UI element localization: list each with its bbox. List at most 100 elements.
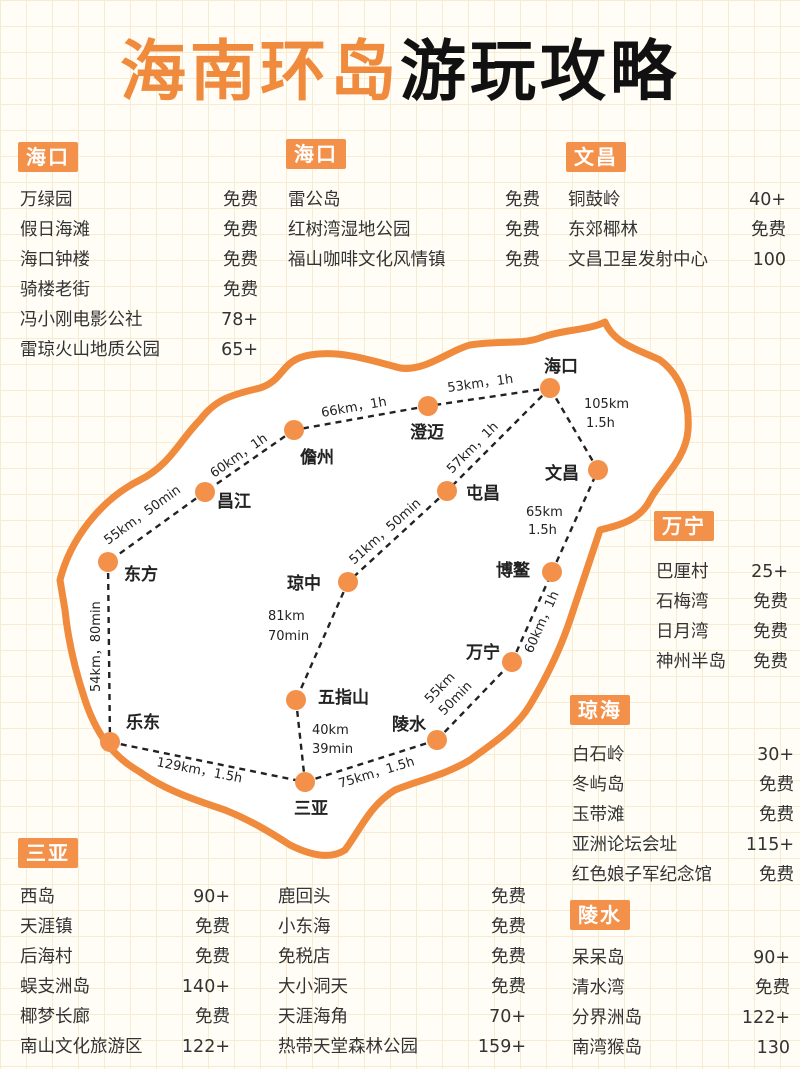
list-haikou-2: 雷公岛免费红树湾湿地公园免费福山咖啡文化风情镇免费 (288, 185, 540, 275)
tag-sanya: 三亚 (18, 838, 78, 868)
attraction-price: 40+ (749, 190, 786, 210)
list-item: 神州半岛免费 (656, 647, 788, 677)
city-dot-wuzhishan (286, 690, 306, 710)
city-label-dongfang: 东方 (124, 564, 158, 585)
attraction-name: 红树湾湿地公园 (288, 220, 411, 240)
list-item: 蜈支洲岛 140+ (20, 972, 230, 1002)
city-label-ledong: 乐东 (126, 712, 160, 733)
attraction-name: 白石岭 (572, 745, 625, 765)
dist-boao-wenchang-a: 65km (526, 505, 563, 520)
city-label-boao: 博鳌 (496, 560, 531, 581)
attraction-price: 免费 (505, 190, 540, 210)
city-dot-sanya (295, 772, 315, 792)
attraction-name: 天涯海角 (278, 1007, 348, 1027)
city-label-wenchang: 文昌 (545, 463, 579, 484)
city-dot-chengmai (418, 396, 438, 416)
attraction-price: 115+ (745, 835, 794, 855)
attraction-name: 后海村 (20, 947, 73, 967)
city-dot-lingshui (427, 730, 447, 750)
attraction-name: 东郊椰林 (568, 220, 638, 240)
attraction-name: 大小洞天 (278, 977, 348, 997)
list-item: 石梅湾免费 (656, 587, 788, 617)
attraction-price: 免费 (505, 220, 540, 240)
tag-haikou-1: 海口 (18, 142, 78, 172)
attraction-name: 神州半岛 (656, 652, 726, 672)
list-item: 日月湾免费 (656, 617, 788, 647)
tag-wanning: 万宁 (654, 511, 714, 541)
dist-qiongzhong-wuzhishan-b: 70min (268, 629, 309, 644)
tag-lingshui: 陵水 (570, 900, 630, 930)
list-item: 福山咖啡文化风情镇免费 (288, 245, 540, 275)
attraction-name: 清水湾 (572, 978, 625, 998)
attraction-name: 海口钟楼 (20, 250, 90, 270)
attraction-price: 免费 (195, 917, 230, 937)
city-dot-qiongzhong (338, 572, 358, 592)
attraction-name: 椰梦长廊 (20, 1007, 90, 1027)
attraction-price: 免费 (751, 220, 786, 240)
list-item: 假日海滩免费 (20, 215, 258, 245)
attraction-name: 玉带滩 (572, 805, 625, 825)
title-part2: 游玩攻略 (400, 33, 680, 110)
attraction-name: 小东海 (278, 917, 331, 937)
attraction-name: 冯小刚电影公社 (20, 310, 143, 330)
city-label-qiongzhong: 琼中 (287, 573, 321, 594)
attraction-name: 分界洲岛 (572, 1008, 642, 1028)
city-label-lingshui: 陵水 (392, 714, 427, 735)
list-item: 红树湾湿地公园 免费 (288, 215, 540, 245)
attraction-price: 免费 (759, 775, 794, 795)
attraction-name: 雷公岛 (288, 190, 341, 210)
attraction-price: 90+ (753, 948, 790, 968)
city-dot-haikou (540, 378, 560, 398)
attraction-name: 免税店 (278, 947, 331, 967)
attraction-price: 免费 (195, 1007, 230, 1027)
attraction-price: 免费 (755, 978, 790, 998)
list-item: 小东海 免费 (278, 912, 526, 942)
attraction-name: 热带天堂森林公园 (278, 1037, 418, 1057)
city-label-tunchang: 屯昌 (466, 483, 500, 504)
attraction-price: 免费 (759, 805, 794, 825)
list-item: 鹿回头免费 (278, 882, 526, 912)
attraction-price: 免费 (491, 917, 526, 937)
attraction-name: 冬屿岛 (572, 775, 625, 795)
list-item: 玉带滩 免费 (572, 800, 794, 830)
dist-wuzhishan-sanya-a: 40km (312, 723, 349, 738)
list-item: 椰梦长廊 免费 (20, 1002, 230, 1032)
city-dot-ledong (100, 732, 120, 752)
attraction-name: 西岛 (20, 887, 55, 907)
attraction-price: 100 (752, 250, 786, 270)
list-item: 东郊椰林 免费 (568, 215, 786, 245)
city-dot-danzhou (284, 420, 304, 440)
dist-boao-wenchang-b: 1.5h (528, 523, 557, 538)
attraction-name: 铜鼓岭 (568, 190, 621, 210)
list-item: 海口钟楼 免费 (20, 245, 258, 275)
attraction-price: 140+ (181, 977, 230, 997)
city-label-wanning: 万宁 (465, 642, 500, 663)
attraction-price: 130 (756, 1038, 790, 1058)
tag-wenchang: 文昌 (566, 142, 626, 172)
city-label-changjiang: 昌江 (217, 492, 251, 512)
list-item: 天涯镇免费 (20, 912, 230, 942)
city-dot-wanning (502, 652, 522, 672)
city-dot-dongfang (98, 552, 118, 572)
attraction-price: 78+ (221, 310, 258, 330)
tag-qionghai: 琼海 (570, 695, 630, 725)
list-item: 大小洞天免费 (278, 972, 526, 1002)
list-item: 冯小刚电影公社 78+ (20, 305, 258, 335)
attraction-name: 蜈支洲岛 (20, 977, 90, 997)
attraction-price: 免费 (491, 947, 526, 967)
list-item: 冬屿岛 免费 (572, 770, 794, 800)
list-item: 免税店 免费 (278, 942, 526, 972)
attraction-price: 免费 (223, 250, 258, 270)
attraction-name: 骑楼老街 (20, 280, 90, 300)
attraction-price: 70+ (489, 1007, 526, 1027)
